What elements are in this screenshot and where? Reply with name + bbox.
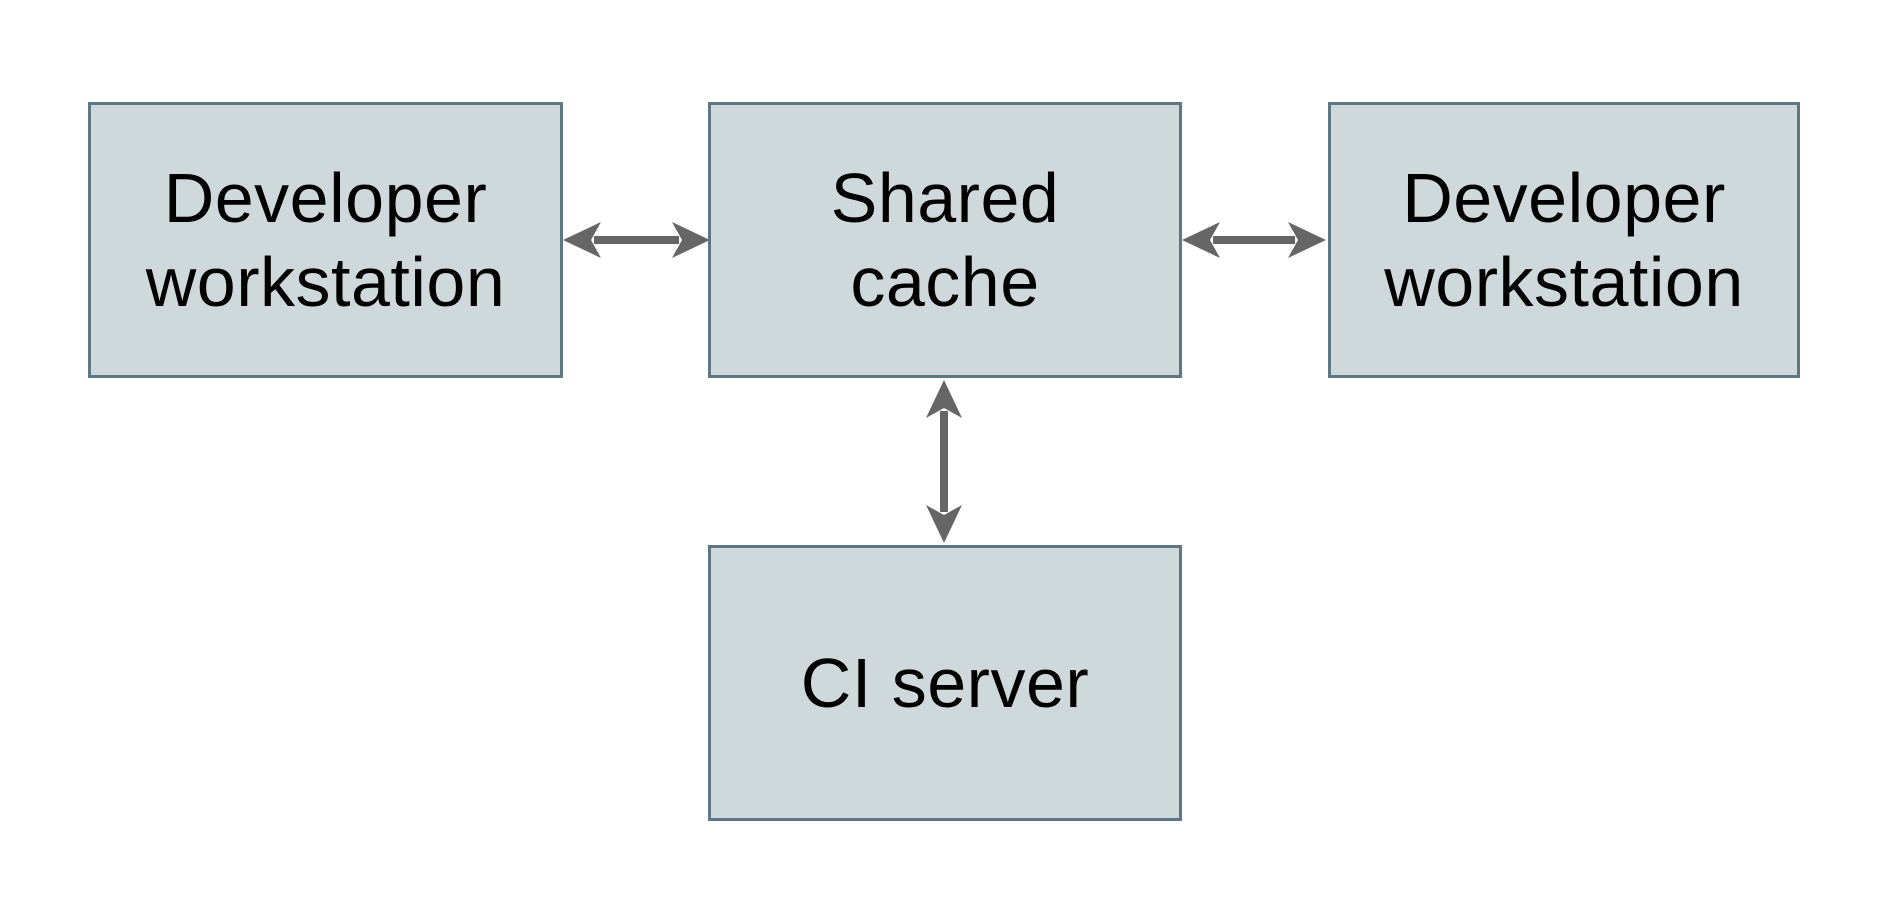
- arrow-cache-devright-icon: [1182, 222, 1326, 258]
- node-shared-cache: Shared cache: [708, 102, 1182, 378]
- node-label-line: workstation: [1384, 243, 1744, 321]
- node-ci-server: CI server: [708, 545, 1182, 821]
- node-developer-workstation-left: Developer workstation: [88, 102, 563, 378]
- node-label-line: Shared: [830, 159, 1060, 237]
- arrow-cache-ciserver-icon: [926, 380, 962, 543]
- node-label-line: Developer: [1402, 159, 1726, 237]
- node-label-line: CI server: [800, 644, 1090, 722]
- node-developer-workstation-right: Developer workstation: [1328, 102, 1800, 378]
- node-label-line: Developer: [163, 159, 488, 237]
- node-label-line: workstation: [145, 243, 506, 321]
- node-label-line: cache: [850, 243, 1040, 321]
- arrow-devleft-cache-icon: [563, 222, 710, 258]
